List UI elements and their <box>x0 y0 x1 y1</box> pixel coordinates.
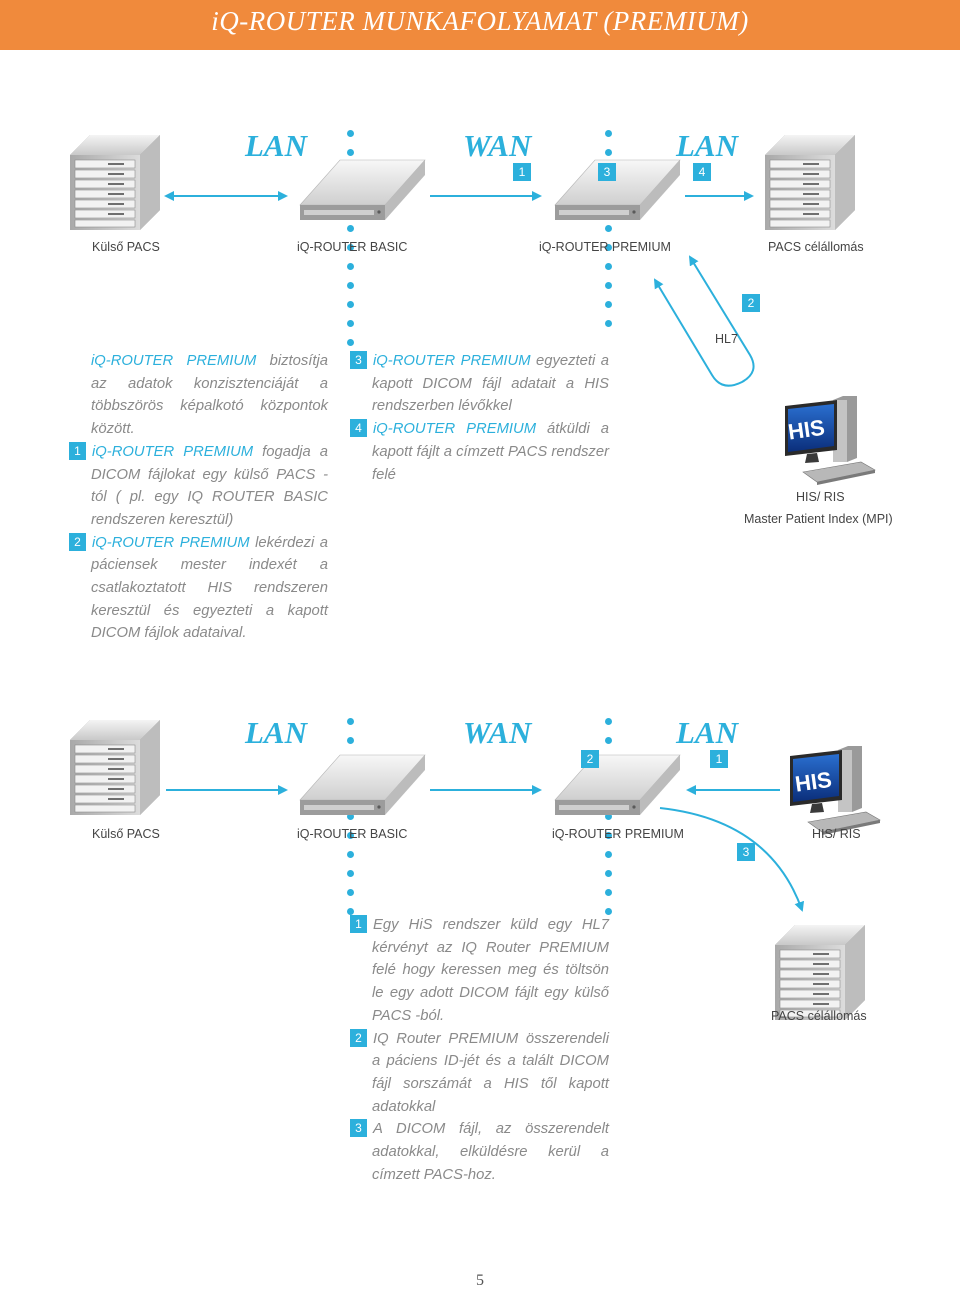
zone2-lan-left: LAN <box>245 715 307 750</box>
step-badge-1: 1 <box>513 163 531 181</box>
step-badge-3: 3 <box>598 163 616 181</box>
zone-wan: WAN <box>463 128 532 163</box>
intro-text: biztosítja az adatok konzisztenciáját a … <box>91 353 328 438</box>
item3-highlight: iQ-ROUTER PREMIUM <box>373 353 531 369</box>
label2-premium-router: iQ-ROUTER PREMIUM <box>552 827 684 841</box>
diagram1-graphics: HIS <box>69 134 876 486</box>
item4-text: átküldi a kapott fájlt a címzett PACS re… <box>372 421 609 483</box>
premium-router-icon-2 <box>554 754 681 816</box>
item2-text: lekérdezi a páciensek mester indexét a c… <box>91 534 329 642</box>
mid-item-badge-4: 4 <box>350 419 367 438</box>
step2-item-1: Egy HiS rendszer küld egy HL7 kérvényt a… <box>372 917 609 1024</box>
step-badge-4: 4 <box>693 163 711 181</box>
zone-lan-left: LAN <box>245 128 307 163</box>
diagram1-mid-description: 3 iQ-ROUTER PREMIUM egyezteti a kapott DI… <box>350 350 609 486</box>
title-banner <box>0 0 960 50</box>
pacs-target-server-icon <box>764 134 856 231</box>
step2-item-badge-1: 1 <box>350 915 367 933</box>
label-mpi: Master Patient Index (MPI) <box>744 512 893 526</box>
step2-item-3: A DICOM fájl, az összerendelt adatokkal,… <box>372 1121 609 1183</box>
external-pacs-server-icon-2 <box>69 719 161 816</box>
label-his-ris: HIS/ RIS <box>796 490 845 504</box>
label2-external-pacs: Külső PACS <box>92 827 160 841</box>
step2-badge-2: 2 <box>581 750 599 768</box>
left-item-badge-1: 1 <box>69 441 86 460</box>
item3-text: egyezteti a kapott DICOM fájl adatait a … <box>372 353 609 415</box>
zone2-wan: WAN <box>463 715 532 750</box>
label2-basic-router: iQ-ROUTER BASIC <box>297 827 408 841</box>
label-premium-router: iQ-ROUTER PREMIUM <box>539 240 671 254</box>
label2-pacs-target: PACS célállomás <box>771 1009 867 1023</box>
premium-router-icon <box>554 159 681 221</box>
item1-text: fogadja a DICOM fájlokat egy külső PACS … <box>91 443 328 528</box>
diagram2-steps: 1 Egy HiS rendszer küld egy HL7 kérvényt … <box>350 914 609 1186</box>
his-screen-label: HIS <box>786 415 826 445</box>
item1-highlight: iQ-ROUTER PREMIUM <box>92 443 254 460</box>
item2-highlight: iQ-ROUTER PREMIUM <box>92 534 250 551</box>
step2-item-badge-2: 2 <box>350 1028 367 1047</box>
pacs-target-server-icon-2 <box>774 924 866 1021</box>
step2-badge-3: 3 <box>737 843 755 861</box>
basic-router-icon <box>299 159 426 221</box>
intro-highlight: iQ-ROUTER PREMIUM <box>91 353 257 369</box>
diagram2-graphics: HIS <box>69 719 881 1021</box>
label-external-pacs: Külső PACS <box>92 240 160 254</box>
step2-badge-1: 1 <box>710 750 728 768</box>
hl7-exchange-arrow <box>653 255 755 387</box>
zone-lan-right: LAN <box>676 128 738 163</box>
step-badge-2: 2 <box>742 294 760 312</box>
his-screen-label-2: HIS <box>793 767 833 797</box>
item4-highlight: iQ-ROUTER PREMIUM <box>373 421 537 438</box>
label-pacs-target: PACS célállomás <box>768 240 864 254</box>
label2-his-ris: HIS/ RIS <box>812 827 861 841</box>
zone2-lan-right: LAN <box>676 715 738 750</box>
page-number: 5 <box>476 1272 484 1289</box>
basic-router-icon-2 <box>299 754 426 816</box>
left-item-badge-2: 2 <box>69 532 86 551</box>
label-basic-router: iQ-ROUTER BASIC <box>297 240 408 254</box>
external-pacs-server-icon <box>69 134 161 231</box>
page-title: iQ-ROUTER MUNKAFOLYAMAT (PREMIUM) <box>211 6 749 36</box>
diagram1-left-description: iQ-ROUTER PREMIUM biztosítja az adatok k… <box>69 350 329 645</box>
hl7-label: HL7 <box>715 332 738 346</box>
mid-item-badge-3: 3 <box>350 351 367 369</box>
step2-item-2: IQ Router PREMIUM összerendeli a páciens… <box>372 1030 609 1115</box>
step2-item-badge-3: 3 <box>350 1119 367 1138</box>
arrow2-premium-pacs <box>659 807 805 912</box>
